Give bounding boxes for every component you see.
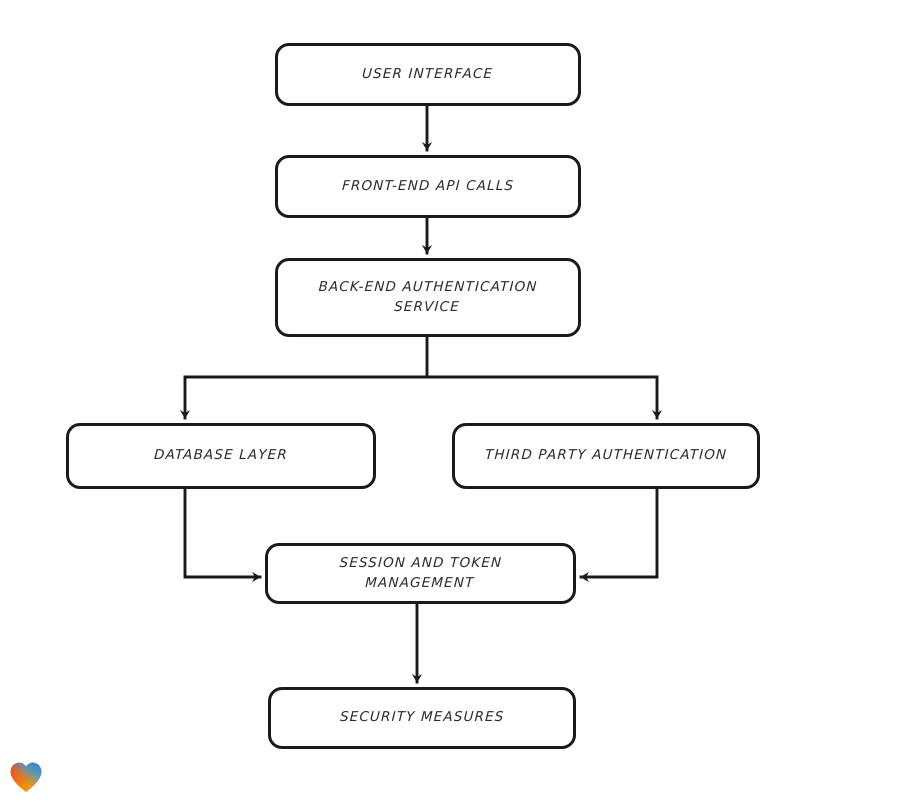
node-label: SESSION AND TOKEN MANAGEMENT [339,554,503,591]
node-label: BACK-END AUTHENTICATION SERVICE [318,278,539,315]
node-label: FRONT-END API CALLS [341,177,515,194]
node-label: DATABASE LAYER [153,447,289,464]
node-back-end-authentication-service[interactable]: BACK-END AUTHENTICATION SERVICE [275,258,581,337]
edge-thirdparty-to-session [579,487,659,583]
edge-database-to-session [183,487,262,583]
node-front-end-api-calls[interactable]: FRONT-END API CALLS [275,155,581,218]
node-label: USER INTERFACE [362,65,495,82]
node-database-layer[interactable]: DATABASE LAYER [66,423,376,489]
node-user-interface[interactable]: USER INTERFACE [275,43,581,106]
node-label: SECURITY MEASURES [339,709,505,726]
node-label: THIRD PARTY AUTHENTICATION [484,447,728,464]
heart-icon [10,762,42,792]
node-third-party-authentication[interactable]: THIRD PARTY AUTHENTICATION [452,423,760,489]
node-session-and-token-management[interactable]: SESSION AND TOKEN MANAGEMENT [265,543,576,604]
node-security-measures[interactable]: SECURITY MEASURES [268,687,576,749]
